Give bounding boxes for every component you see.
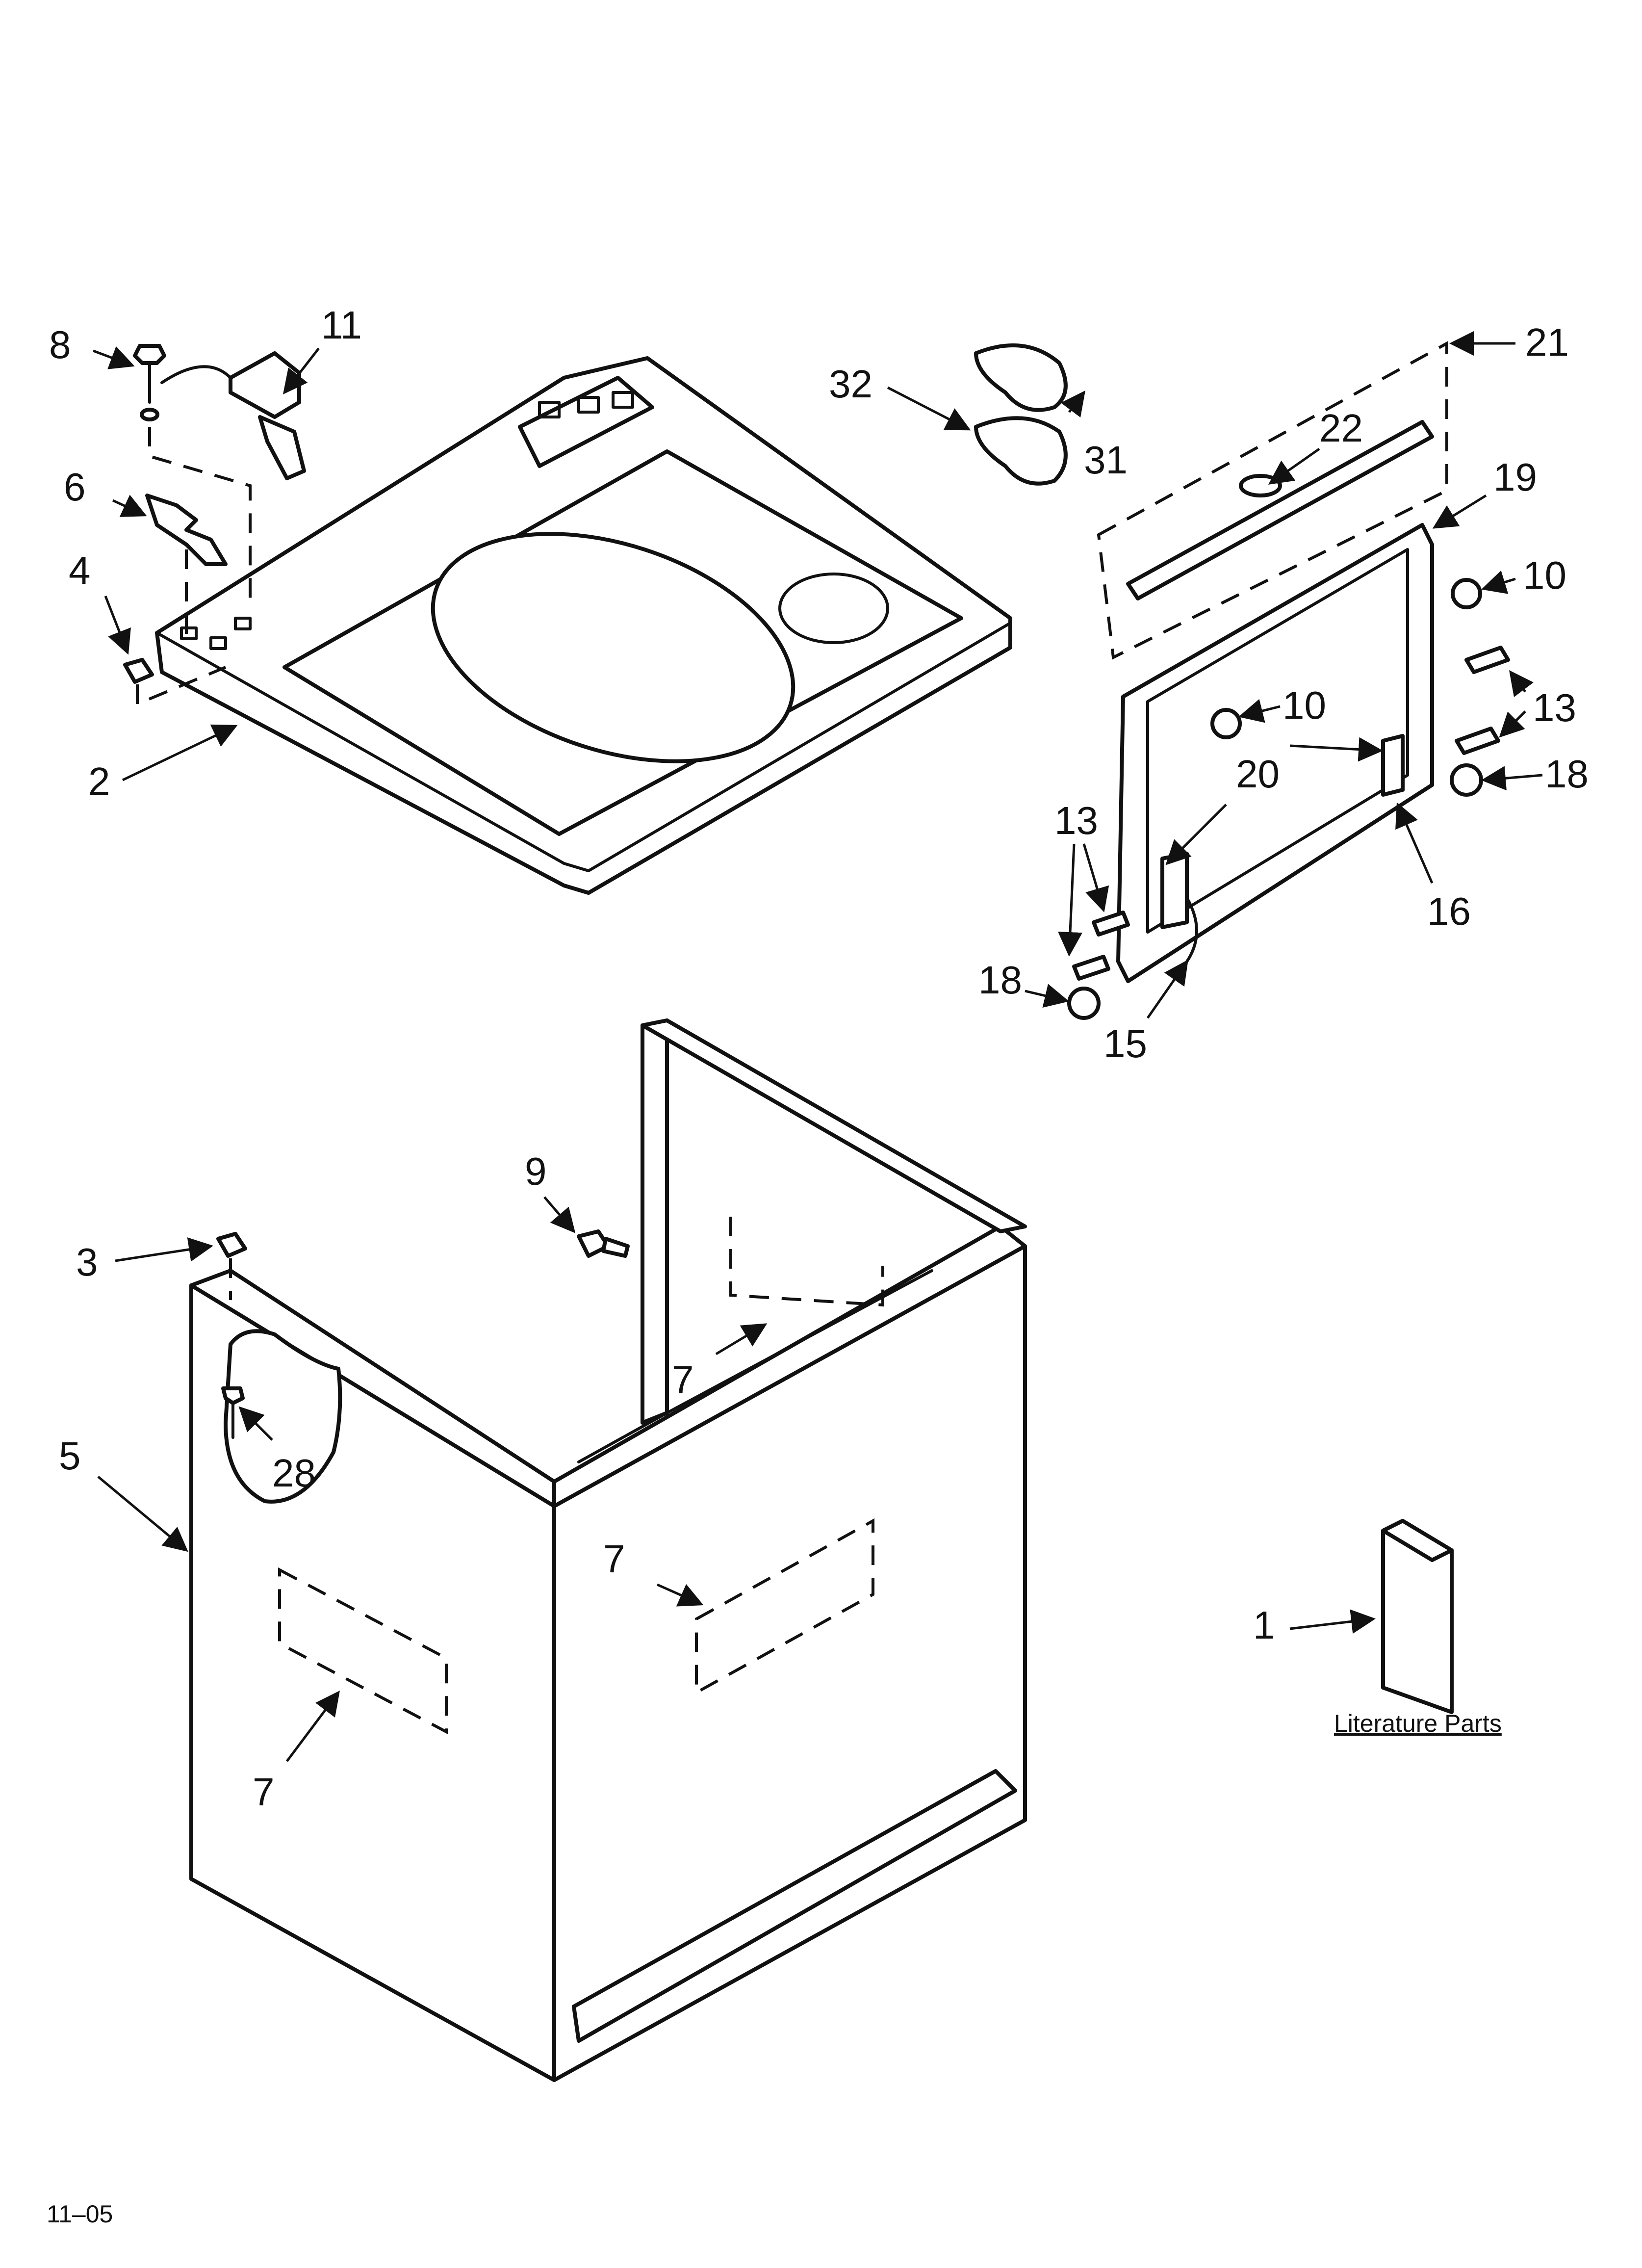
callout-15: 15 (1103, 1022, 1147, 1066)
lid-fasteners (1067, 578, 1510, 1020)
callout-5: 5 (59, 1434, 81, 1478)
callout-8: 8 (49, 323, 71, 366)
callout-19: 19 (1493, 455, 1537, 499)
callout-7a: 7 (672, 1358, 694, 1402)
cabinet (189, 1018, 1027, 2082)
footer-code: 11–05 (47, 2200, 113, 2228)
part-11-lid-switch (148, 351, 306, 608)
callout-31: 31 (1084, 438, 1128, 482)
callout-13a: 13 (1533, 686, 1576, 730)
callout-22: 22 (1319, 406, 1363, 450)
callout-1: 1 (1253, 1603, 1275, 1647)
callout-32: 32 (829, 362, 872, 406)
callout-10b: 10 (1283, 683, 1326, 727)
callout-3: 3 (76, 1240, 98, 1284)
callout-6: 6 (64, 465, 86, 509)
callout-28: 28 (272, 1451, 316, 1495)
callout-9: 9 (525, 1149, 547, 1193)
callout-21: 21 (1525, 320, 1569, 364)
literature-parts-label: Literature Parts (1334, 1710, 1502, 1737)
callout-7c: 7 (253, 1770, 275, 1814)
callout-7b: 7 (603, 1537, 625, 1581)
part-4-nut (123, 658, 227, 706)
callout-18a: 18 (1545, 752, 1589, 796)
top-panel (155, 356, 1012, 895)
callout-11: 11 (321, 303, 362, 347)
callout-10a: 10 (1523, 553, 1566, 597)
callout-13b: 13 (1054, 799, 1098, 842)
callout-16: 16 (1427, 889, 1471, 933)
callout-labels: 8 11 6 4 2 32 31 21 22 19 10 10 13 13 18… (49, 303, 1589, 1814)
part-3-clip (216, 1232, 247, 1300)
callout-18b: 18 (978, 958, 1022, 1002)
part-8-screw (133, 344, 232, 421)
part-6-clip (145, 494, 228, 638)
callout-20: 20 (1236, 752, 1280, 796)
leader-arrows (93, 331, 1543, 1762)
part-9-screw (577, 1229, 630, 1258)
lid-assembly (1097, 340, 1448, 983)
literature-booklet (1381, 1519, 1454, 1714)
callout-4: 4 (69, 548, 91, 592)
callout-2: 2 (88, 759, 110, 803)
parts-31-32-knob (974, 343, 1068, 486)
